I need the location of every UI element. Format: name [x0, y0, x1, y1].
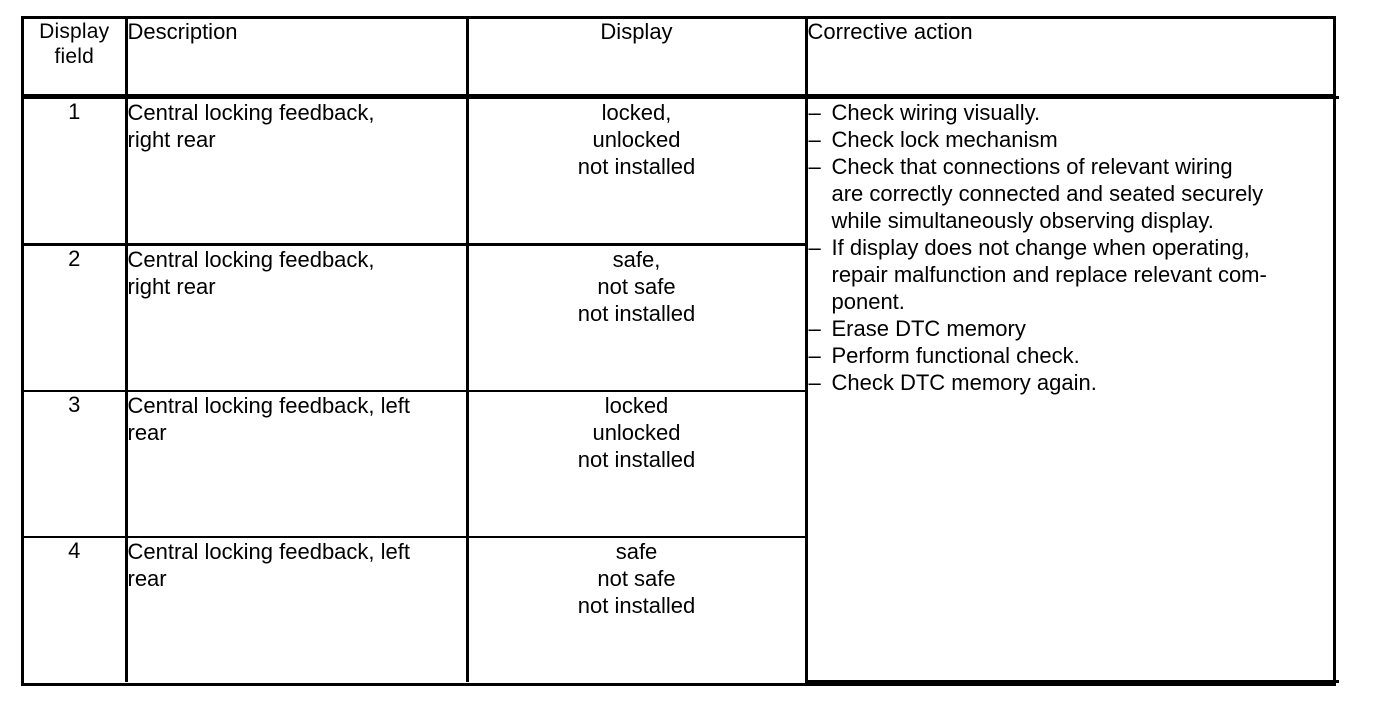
display-line: safe,: [612, 247, 661, 273]
cell-display: safe not safe not installed: [467, 537, 808, 682]
display-line: safe: [615, 539, 658, 565]
table-row: 2 Central locking feedback, right rear s…: [24, 244, 1339, 393]
display-line: not installed: [577, 301, 696, 327]
cell-display: safe, not safe not installed: [467, 244, 808, 393]
header-corrective-action: Corrective action: [806, 19, 1339, 99]
display-line: locked: [604, 393, 669, 419]
display-line: not safe: [597, 274, 676, 300]
display-line: not installed: [577, 153, 696, 179]
list-item: – Check lock mechanism: [808, 126, 1340, 153]
table-header-row: Display field Description Display Correc…: [24, 19, 1339, 99]
description-line: right rear: [127, 126, 216, 152]
header-display-field-line2: field: [54, 45, 95, 68]
action-line: are correctly connected and seated secur…: [831, 180, 1264, 206]
action-line: Check wiring visually.: [831, 99, 1041, 125]
cell-display-field: 2: [24, 244, 128, 393]
bullet-dash-icon: –: [808, 234, 821, 260]
list-item: – Perform functional check.: [808, 342, 1340, 369]
header-display-field-line1: Display: [39, 20, 110, 43]
bullet-dash-icon: –: [808, 126, 821, 152]
cell-description: Central locking feedback, left rear: [126, 537, 469, 682]
table-row: 1 Central locking feedback, right rear l…: [24, 97, 1339, 683]
action-line: Perform functional check.: [831, 342, 1080, 368]
description-line: Central locking feedback, left: [127, 393, 411, 419]
description-line: rear: [127, 566, 167, 592]
table-row: 4 Central locking feedback, left rear sa…: [24, 537, 1339, 682]
bullet-dash-icon: –: [808, 99, 821, 125]
description-line: Central locking feedback,: [127, 247, 375, 273]
description-line: right rear: [127, 274, 216, 300]
action-line: repair malfunction and replace relevant …: [831, 261, 1267, 287]
header-description: Description: [126, 19, 469, 99]
display-line: unlocked: [592, 420, 681, 446]
action-line: ponent.: [831, 288, 905, 314]
list-item: – Check wiring visually.: [808, 99, 1340, 126]
action-line: while simultaneously observing display.: [831, 207, 1214, 233]
display-line: unlocked: [592, 126, 681, 152]
action-line: Check DTC memory again.: [831, 369, 1097, 395]
description-line: Central locking feedback, left: [127, 539, 411, 565]
table-row: 3 Central locking feedback, left rear lo…: [24, 391, 1339, 539]
display-line: not installed: [577, 593, 696, 619]
description-line: rear: [127, 420, 167, 446]
cell-description: Central locking feedback, left rear: [126, 391, 469, 539]
cell-display: locked, unlocked not installed: [467, 97, 808, 247]
header-display: Display: [467, 19, 808, 99]
header-display-field: Display field: [24, 19, 128, 99]
list-item: – If display does not change when operat…: [808, 234, 1340, 315]
display-line: locked,: [601, 99, 672, 125]
cell-display-field: 1: [24, 97, 128, 247]
bullet-dash-icon: –: [808, 315, 821, 341]
list-item: – Erase DTC memory: [808, 315, 1340, 342]
corrective-action-list: – Check wiring visually. – Check lock me…: [808, 99, 1340, 396]
cell-description: Central locking feedback, right rear: [126, 97, 469, 247]
dtc-table: Display field Description Display Correc…: [24, 19, 1339, 683]
action-line: Check that connections of relevant wirin…: [831, 153, 1233, 179]
cell-display-field: 4: [24, 537, 128, 682]
display-line: not safe: [597, 566, 676, 592]
header-double-rule: [21, 94, 1336, 97]
action-line: Erase DTC memory: [831, 315, 1026, 341]
cell-description: Central locking feedback, right rear: [126, 244, 469, 393]
list-item: – Check that connections of relevant wir…: [808, 153, 1340, 234]
list-item: – Check DTC memory again.: [808, 369, 1340, 396]
bullet-dash-icon: –: [808, 153, 821, 179]
cell-display: locked unlocked not installed: [467, 391, 808, 539]
dtc-table-container: Display field Description Display Correc…: [21, 16, 1339, 686]
action-line: If display does not change when operatin…: [831, 234, 1250, 260]
display-line: not installed: [577, 447, 696, 473]
cell-display-field: 3: [24, 391, 128, 539]
cell-corrective-action: – Check wiring visually. – Check lock me…: [806, 97, 1340, 683]
bullet-dash-icon: –: [808, 342, 821, 368]
action-line: Check lock mechanism: [831, 126, 1058, 152]
description-line: Central locking feedback,: [127, 99, 375, 125]
bullet-dash-icon: –: [808, 369, 821, 395]
